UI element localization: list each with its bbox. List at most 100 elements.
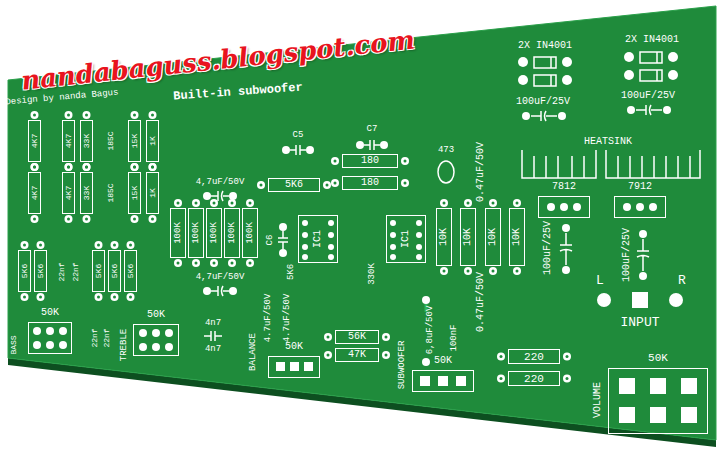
solder-pad: [416, 232, 422, 238]
pad-hole: [67, 218, 70, 221]
solder-pad: [31, 163, 39, 171]
part-value: IC1: [313, 230, 323, 248]
pad-hole: [443, 202, 446, 205]
solder-pad: [131, 215, 139, 223]
resistor-pads: [21, 111, 572, 383]
solder-pad: [31, 215, 39, 223]
capacitor-symbol: [637, 239, 649, 271]
potentiometer-footprint: 50K: [268, 356, 320, 378]
solder-pad: [562, 266, 570, 274]
part-value: 10K: [439, 228, 449, 246]
solder-pad: [649, 203, 657, 211]
part-value: 1K: [149, 136, 157, 146]
solder-pad: [563, 375, 571, 383]
solder-pad: [203, 287, 211, 295]
solder-pad: [464, 199, 472, 207]
solder-pad: [33, 341, 41, 349]
resistor-box: 5K6: [18, 250, 31, 292]
control-name: BALANCE: [249, 333, 258, 371]
pad-hole: [231, 262, 234, 265]
control-name: TREBLE: [120, 329, 129, 361]
part-label: 100uF/25V: [543, 221, 553, 275]
solder-pad: [228, 199, 236, 207]
part-value: 1K: [149, 188, 157, 198]
solder-pad: [390, 244, 396, 250]
solder-pad: [456, 376, 466, 386]
signal-name: R: [678, 274, 686, 287]
solder-pad: [416, 220, 422, 226]
part-value: 5K6: [21, 264, 29, 278]
solder-pad: [282, 146, 290, 154]
pad-hole: [33, 218, 36, 221]
solder-pad: [279, 249, 287, 257]
pad-hole: [327, 336, 330, 339]
potentiometer-footprint: 50K: [133, 324, 179, 356]
solder-pad: [522, 112, 530, 120]
solder-pad: [31, 163, 39, 171]
resistor-box: 100K: [242, 208, 258, 258]
solder-pad: [65, 163, 73, 171]
resistor-box: 47K: [335, 348, 379, 362]
part-label: 22nf: [91, 328, 99, 347]
part-value-heading: 50K: [147, 310, 165, 320]
solder-pad: [636, 203, 644, 211]
capacitor-symbol: [364, 140, 380, 150]
solder-pad: [650, 378, 666, 394]
capacitor-symbol: [636, 105, 662, 115]
solder-pad: [290, 362, 299, 371]
resistor-box: 5K6: [124, 250, 137, 292]
solder-pad: [65, 111, 73, 119]
pad-hole: [516, 202, 519, 205]
pad-hole: [23, 244, 26, 247]
solder-pad: [624, 52, 634, 62]
solder-pad: [192, 199, 200, 207]
ic-pads: [302, 220, 422, 260]
solder-pad: [562, 75, 572, 85]
solder-pad: [257, 181, 265, 189]
part-value-heading: 7812: [552, 182, 576, 192]
part-value-heading: 50K: [41, 308, 59, 318]
solder-pad: [33, 327, 41, 335]
pad-hole: [67, 114, 70, 117]
solder-pad: [420, 376, 430, 386]
solder-pad: [276, 362, 285, 371]
solder-pad: [639, 272, 647, 280]
solder-pad: [46, 341, 54, 349]
part-value: 5K6: [285, 180, 303, 190]
solder-pad: [513, 199, 521, 207]
part-label: 5K6: [287, 264, 296, 280]
resistor-box: 4K7: [62, 120, 75, 162]
solder-pad: [83, 163, 91, 171]
resistor-box: 10K: [485, 208, 501, 266]
pad-hole: [566, 355, 569, 358]
pad-hole: [231, 202, 234, 205]
solder-pad: [174, 259, 182, 267]
pad-hole: [133, 166, 136, 169]
solder-pad: [547, 203, 555, 211]
pad-hole: [334, 182, 337, 185]
pad-hole: [33, 166, 36, 169]
pad-group: [562, 224, 647, 280]
part-label: 4.7uF/50V: [264, 294, 273, 343]
pad-group: [547, 203, 657, 211]
solder-pad: [668, 52, 678, 62]
pad-hole: [195, 202, 198, 205]
resistor-box: 15K: [128, 172, 141, 214]
solder-pad: [632, 292, 648, 308]
diode-band: [550, 75, 552, 86]
part-value: 5K6: [127, 264, 135, 278]
signal-name: L: [596, 274, 604, 287]
pcb-board: [8, 6, 716, 440]
part-label: 2X IN4001: [518, 41, 572, 51]
resistor-box: 100K: [188, 208, 204, 258]
solder-pad: [37, 241, 45, 249]
solder-pad: [302, 244, 308, 250]
pad-hole: [500, 377, 503, 380]
solder-pad: [21, 241, 29, 249]
solder-pad: [149, 111, 157, 119]
solder-pad: [246, 259, 254, 267]
solder-pad: [83, 215, 91, 223]
solder-pad: [416, 254, 422, 260]
solder-pad: [328, 254, 334, 260]
pad-hole: [39, 296, 42, 299]
